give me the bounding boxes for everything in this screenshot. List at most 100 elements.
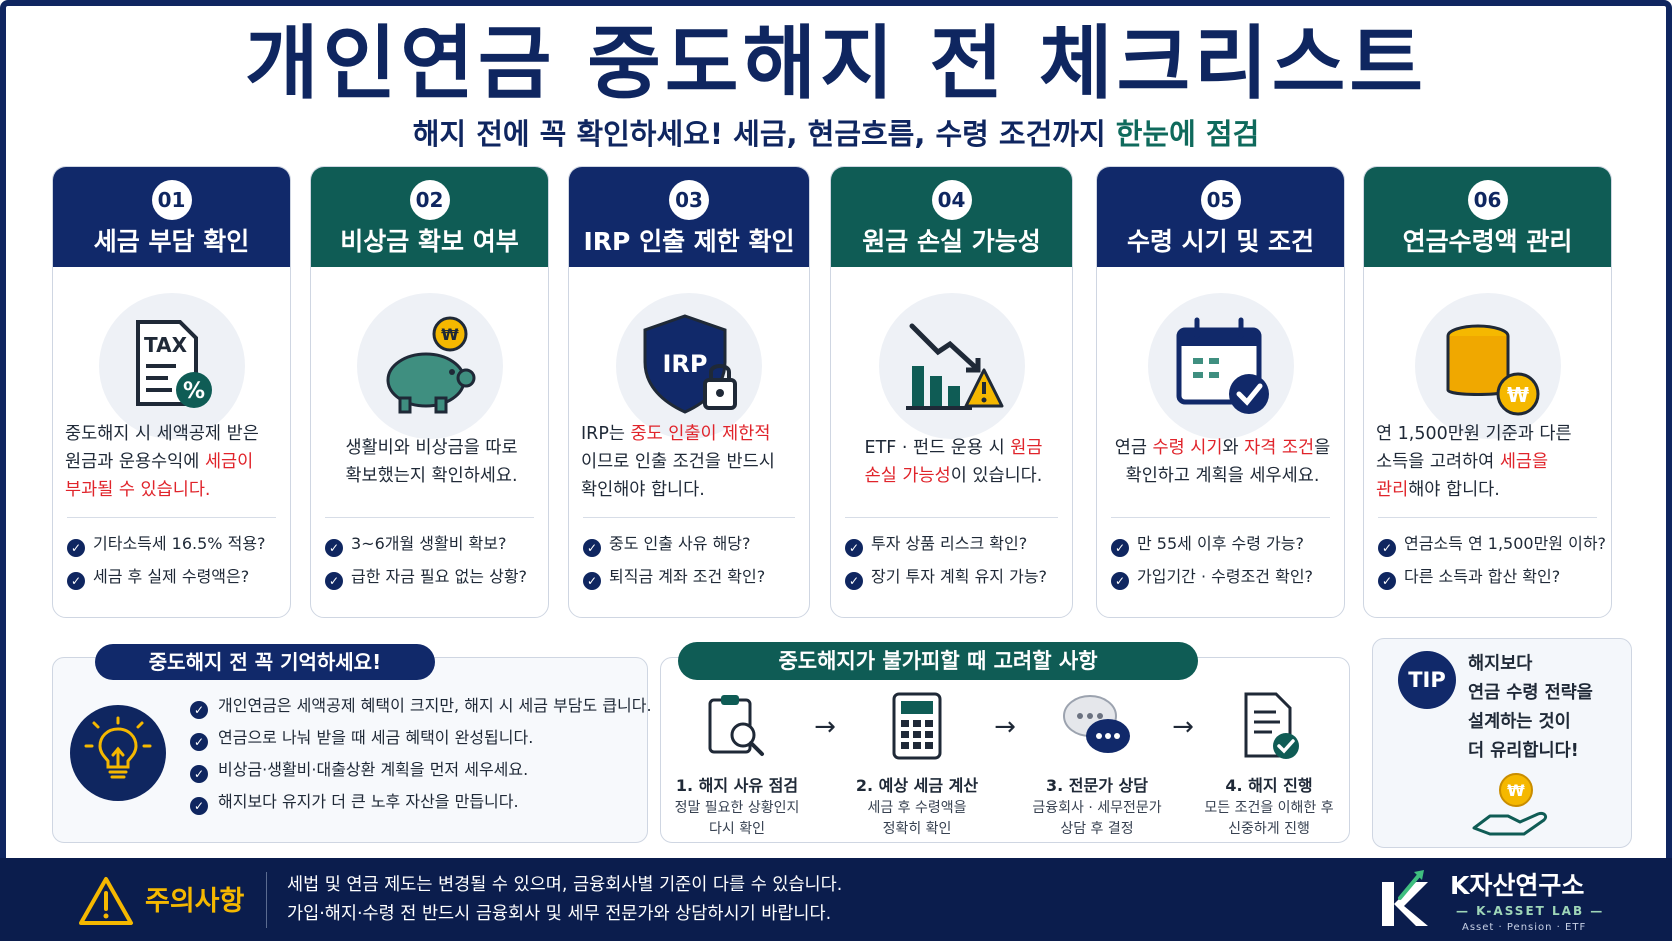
step-desc: 세금 후 수령액을 bbox=[867, 800, 967, 816]
step-2: 2. 예상 세금 계산 세금 후 수령액을 정확히 확인 bbox=[842, 690, 992, 840]
check-circle-icon: ✓ bbox=[583, 539, 601, 557]
check-circle-icon: ✓ bbox=[67, 539, 85, 557]
page-title: 개인연금 중도해지 전 체크리스트 bbox=[245, 17, 1427, 110]
card-check-item: ✓기타소득세 16.5% 적용? bbox=[67, 533, 284, 557]
card-icon-circle: ₩ bbox=[1414, 293, 1561, 439]
svg-text:%: % bbox=[182, 379, 204, 404]
check-circle-icon: ✓ bbox=[1111, 572, 1129, 590]
tip-line: 더 유리합니다! bbox=[1468, 741, 1579, 761]
warning-label: 주의사항 bbox=[145, 886, 245, 917]
check-circle-icon: ✓ bbox=[190, 765, 208, 783]
piggy-bank-icon: ₩ bbox=[386, 316, 475, 414]
step-desc: 금융회사 · 세무전문가 bbox=[1032, 800, 1162, 816]
card-number-badge: 01 bbox=[151, 180, 192, 220]
card-check-item: ✓만 55세 이후 수령 가능? bbox=[1111, 533, 1338, 557]
card-number-badge: 02 bbox=[409, 180, 450, 220]
check-circle-icon: ✓ bbox=[325, 572, 343, 590]
card-divider bbox=[1111, 517, 1330, 518]
card-check-item: ✓가입기간 · 수령조건 확인? bbox=[1111, 566, 1338, 590]
footer-notice-line-2: 가입·해지·수령 전 반드시 금융회사 및 세무 전문가와 상담하시기 바랍니다… bbox=[287, 904, 832, 924]
lightbulb-icon bbox=[70, 705, 166, 801]
hand-coin-icon: ₩ bbox=[1472, 773, 1548, 836]
step-desc: 모든 조건을 이해한 후 bbox=[1204, 800, 1334, 816]
card-check-item: ✓급한 자금 필요 없는 상황? bbox=[325, 566, 542, 590]
arrow-icon: → bbox=[994, 712, 1016, 742]
check-circle-icon: ✓ bbox=[190, 733, 208, 751]
page-subtitle: 해지 전에 꼭 확인하세요! 세금, 현금흐름, 수령 조건까지 한눈에 점검 bbox=[0, 114, 1672, 154]
tip-line: 해지보다 bbox=[1468, 654, 1533, 674]
card-number-badge: 06 bbox=[1467, 180, 1508, 220]
check-circle-icon: ✓ bbox=[1378, 539, 1396, 557]
card-check-item: ✓3~6개월 생활비 확보? bbox=[325, 533, 542, 557]
footer-notice-line-1: 세법 및 연금 제도는 변경될 수 있으며, 금융회사별 기준이 다를 수 있습… bbox=[287, 875, 843, 895]
card-divider bbox=[583, 517, 795, 518]
check-circle-icon: ✓ bbox=[1111, 539, 1129, 557]
card-icon-circle bbox=[878, 293, 1025, 439]
card-divider bbox=[67, 517, 276, 518]
step-desc: 정말 필요한 상황인지 bbox=[674, 800, 800, 816]
brand-tagline: Asset · Pension · ETF bbox=[1462, 922, 1587, 933]
calculator-icon bbox=[892, 692, 942, 760]
brand-subtitle: — K-ASSET LAB — bbox=[1456, 904, 1605, 918]
warning-icon bbox=[79, 877, 133, 925]
tip-badge: TIP bbox=[1398, 651, 1456, 709]
step-title: 4. 해지 진행 bbox=[1225, 776, 1313, 795]
clipboard-search-icon bbox=[708, 695, 764, 756]
card-check-item: ✓연금소득 연 1,500만원 이하? bbox=[1378, 533, 1606, 557]
card-title: 세금 부담 확인 bbox=[93, 227, 250, 256]
step-desc: 정확히 확인 bbox=[882, 821, 952, 837]
check-circle-icon: ✓ bbox=[845, 539, 863, 557]
check-circle-icon: ✓ bbox=[190, 701, 208, 719]
card-icon-circle bbox=[1147, 293, 1294, 439]
card-icon-circle: IRP bbox=[616, 293, 762, 439]
remember-item: ✓개인연금은 세액공제 혜택이 크지만, 해지 시 세금 부담도 큽니다. bbox=[190, 694, 652, 719]
subtitle-highlight: 한눈에 점검 bbox=[1115, 117, 1260, 151]
check-circle-icon: ✓ bbox=[67, 572, 85, 590]
step-title: 1. 해지 사유 점검 bbox=[675, 776, 799, 795]
card-header: 01 세금 부담 확인 bbox=[53, 167, 290, 267]
check-circle-icon: ✓ bbox=[190, 797, 208, 815]
step-title: 2. 예상 세금 계산 bbox=[855, 776, 979, 795]
card-header: 05 수령 시기 및 조건 bbox=[1097, 167, 1344, 267]
step-desc: 신중하게 진행 bbox=[1228, 821, 1310, 837]
svg-text:₩: ₩ bbox=[441, 325, 459, 344]
card-header: 02 비상금 확보 여부 bbox=[311, 167, 548, 267]
tip-line: 설계하는 것이 bbox=[1468, 712, 1571, 732]
remember-title: 중도해지 전 꼭 기억하세요! bbox=[95, 644, 435, 680]
coin-stack-icon: ₩ bbox=[1446, 324, 1539, 416]
tax-document-icon: TAX% bbox=[135, 320, 212, 408]
card-check-item: ✓세금 후 실제 수령액은? bbox=[67, 566, 284, 590]
k-logo-icon bbox=[1382, 870, 1428, 926]
card-number-badge: 04 bbox=[931, 180, 972, 220]
document-check-icon bbox=[1244, 692, 1299, 759]
card-title: 수령 시기 및 조건 bbox=[1126, 227, 1315, 256]
card-title: IRP 인출 제한 확인 bbox=[583, 227, 795, 256]
card-number-badge: 03 bbox=[669, 180, 709, 220]
card-divider bbox=[845, 517, 1058, 518]
card-title: 비상금 확보 여부 bbox=[340, 227, 519, 256]
card-number-badge: 05 bbox=[1200, 180, 1241, 220]
step-title: 3. 전문가 상담 bbox=[1046, 776, 1148, 795]
check-circle-icon: ✓ bbox=[845, 572, 863, 590]
brand-name: K자산연구소 bbox=[1450, 871, 1585, 900]
card-icon-circle: ₩ bbox=[356, 293, 503, 439]
remember-item: ✓비상금·생활비·대출상환 계획을 먼저 세우세요. bbox=[190, 758, 528, 783]
remember-item: ✓연금으로 나눠 받을 때 세금 혜택이 완성됩니다. bbox=[190, 726, 533, 751]
svg-text:₩: ₩ bbox=[1507, 781, 1525, 800]
check-circle-icon: ✓ bbox=[583, 572, 601, 590]
card-icon-circle: TAX% bbox=[98, 293, 245, 439]
tip-text: 해지보다 연금 수령 전략을 설계하는 것이 더 유리합니다! bbox=[1468, 650, 1628, 766]
card-check-item: ✓다른 소득과 합산 확인? bbox=[1378, 566, 1605, 590]
